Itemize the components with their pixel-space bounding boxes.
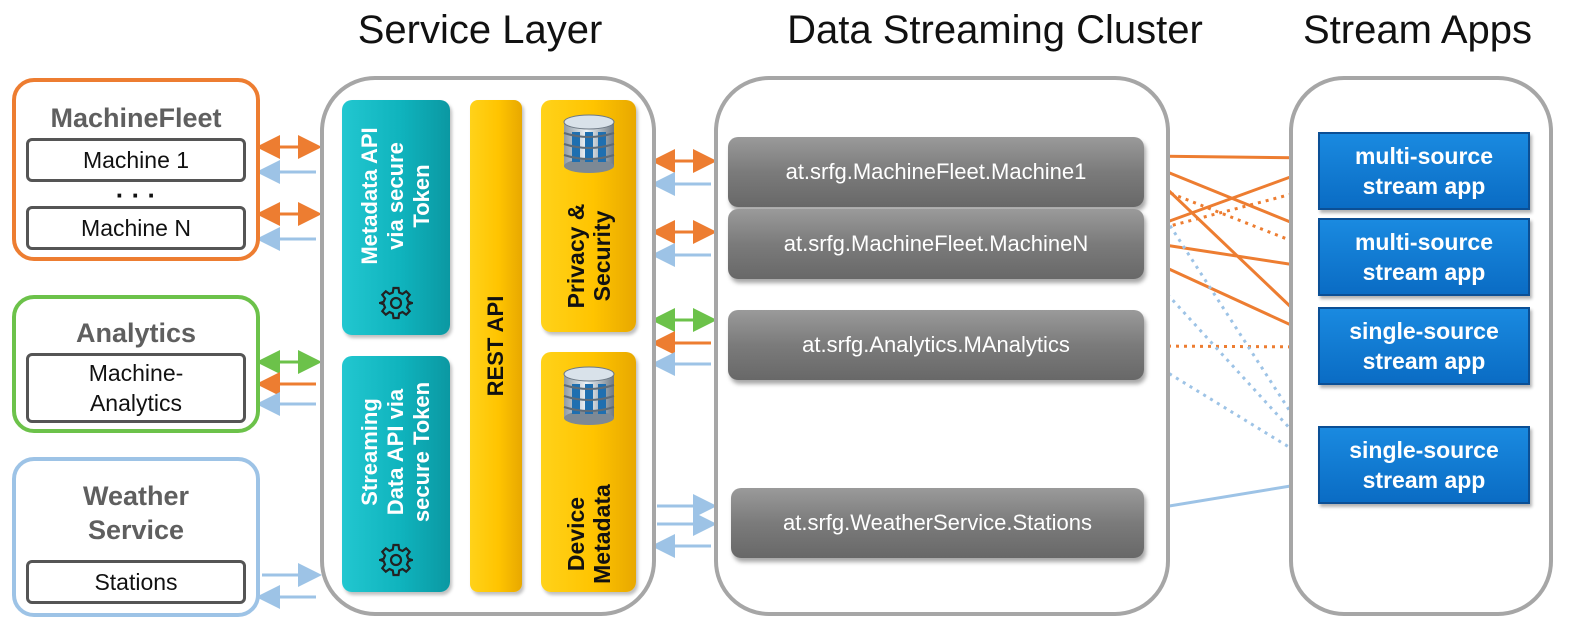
topic-machinen: at.srfg.MachineFleet.MachineN <box>728 209 1144 279</box>
topic-manalytics: at.srfg.Analytics.MAnalytics <box>728 310 1144 380</box>
machinefleet-name: MachineFleet <box>50 103 222 133</box>
stream-apps-title: Stream Apps <box>1302 8 1532 52</box>
weather-service-name: Weather Service <box>82 481 190 545</box>
analytics-name: Analytics <box>75 318 197 348</box>
multi-source-app-2: multi-source stream app <box>1318 218 1530 296</box>
analytics-group: Analytics Machine- Analytics <box>12 295 260 433</box>
gear-icon <box>379 286 413 320</box>
database-icon <box>563 114 615 173</box>
topic-weather-stations: at.srfg.WeatherService.Stations <box>731 488 1144 558</box>
stations-item: Stations <box>26 560 246 604</box>
gear-icon <box>379 543 413 577</box>
topic-machine1: at.srfg.MachineFleet.Machine1 <box>728 137 1144 207</box>
machinefleet-ellipsis: · · · <box>115 180 157 210</box>
service-layer-title: Service Layer <box>357 8 603 52</box>
machine-1-item: Machine 1 <box>26 138 246 182</box>
device-metadata-label: Device Metadata <box>562 484 615 584</box>
metadata-api-label: Metadata API via secure Token <box>357 126 434 265</box>
streaming-data-api-label: Streaming Data API via secure Token <box>357 381 434 523</box>
single-source-app-2: single-source stream app <box>1318 426 1530 504</box>
streaming-data-api-block: Streaming Data API via secure Token <box>342 356 450 592</box>
machine-analytics-item: Machine- Analytics <box>26 353 246 423</box>
privacy-security-block: Privacy & Security <box>541 100 636 332</box>
cluster-title: Data Streaming Cluster <box>787 8 1203 52</box>
device-metadata-block: Device Metadata <box>541 352 636 592</box>
machinefleet-group: MachineFleet Machine 1 · · · Machine N <box>12 78 260 261</box>
machine-n-item: Machine N <box>26 206 246 250</box>
rest-api-block: REST API <box>470 100 522 592</box>
privacy-security-label: Privacy & Security <box>562 203 615 309</box>
database-icon <box>563 366 615 425</box>
single-source-app-1: single-source stream app <box>1318 307 1530 385</box>
multi-source-app-1: multi-source stream app <box>1318 132 1530 210</box>
metadata-api-block: Metadata API via secure Token <box>342 100 450 335</box>
weather-service-group: Weather Service Stations <box>12 457 260 617</box>
rest-api-label: REST API <box>483 295 508 397</box>
